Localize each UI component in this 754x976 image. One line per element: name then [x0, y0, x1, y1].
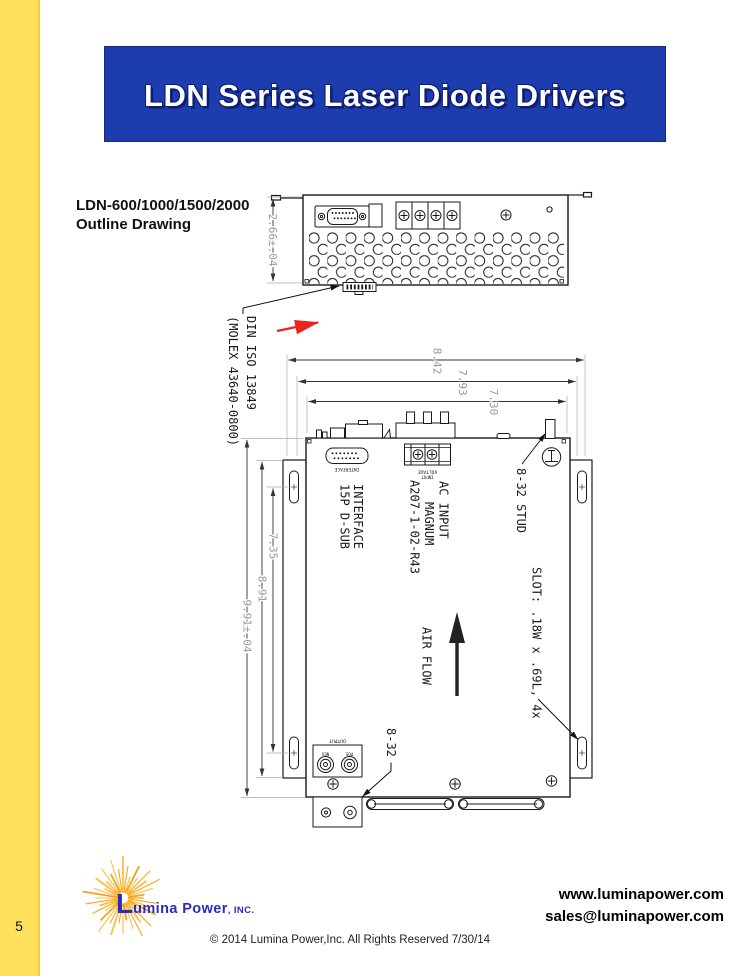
drawing-heading: LDN-600/1000/1500/2000 Outline Drawing — [76, 197, 249, 234]
label-a207: A207-1-02-R43 — [408, 480, 422, 574]
terminal-block-side — [395, 201, 461, 230]
side-view-drawing — [270, 191, 593, 295]
label-832: 8-32 — [384, 728, 398, 757]
dim-266-label: 2.66±.04 — [266, 214, 279, 267]
yellow-edge-stripe — [0, 0, 40, 976]
label-conn-voltage: VOLTAGE — [418, 469, 438, 475]
bottom-vents — [366, 798, 545, 810]
dim-891-label: 8.91 — [256, 576, 269, 603]
dsub-connector-top — [325, 447, 369, 464]
label-slot: SLOT: .18W x .69L, 4x — [530, 567, 544, 719]
email-link[interactable]: sales@luminapower.com — [545, 908, 724, 925]
logo-letter-l: L — [116, 888, 134, 919]
label-molex: (MOLEX 43640-0800) — [226, 316, 240, 446]
right-mounting-flange — [568, 459, 593, 779]
outline-drawing: 2.66±.04 DIN ISO 13849 (MOLEX 43640-0800… — [226, 191, 593, 828]
din-connector — [342, 282, 377, 295]
logo-inc: , INC. — [227, 905, 255, 916]
website-link[interactable]: www.luminapower.com — [558, 886, 724, 903]
left-mounting-flange — [282, 459, 307, 779]
voltage-terminal-top — [404, 443, 451, 466]
label-conn-input: INPUT — [421, 475, 434, 480]
dim-735-label: 7.35 — [267, 533, 280, 560]
chassis-body — [305, 437, 571, 798]
dsub-connector-side — [314, 205, 370, 228]
label-pos: POS — [345, 752, 353, 757]
mounting-slots — [289, 470, 587, 770]
page-title: LDN Series Laser Diode Drivers — [144, 77, 626, 113]
air-flow-arrow — [449, 612, 465, 696]
terminal-screws — [398, 210, 458, 221]
ground-symbol-icon — [541, 447, 562, 467]
indicator-hole — [546, 206, 553, 213]
ground-stud — [545, 419, 556, 439]
label-neg: NEG — [321, 752, 329, 757]
label-magnum: MAGNUM — [422, 502, 436, 545]
contact-links: www.luminapower.com sales@luminapower.co… — [545, 884, 724, 928]
logo-name: umina Power — [133, 901, 228, 917]
length-dimensions: 7.35 8.91 9.91±.04 — [239, 438, 305, 798]
title-banner: LDN Series Laser Diode Drivers — [104, 46, 666, 142]
din-callout: DIN ISO 13849 (MOLEX 43640-0800) — [226, 285, 340, 446]
page-number: 5 — [15, 918, 23, 934]
label-ac-input: AC INPUT — [437, 481, 451, 539]
label-output: OUTPUT — [329, 738, 346, 744]
label-stud: 8-32 STUD — [514, 468, 528, 533]
dim-side-height: 2.66±.04 — [265, 196, 302, 284]
model-numbers: LDN-600/1000/1500/2000 — [76, 197, 250, 214]
logo-starburst-icon — [82, 856, 161, 936]
vent-hole-pattern — [309, 232, 564, 284]
top-view-drawing — [282, 411, 593, 828]
width-dimensions: 8.42 7.93 7.30 — [286, 346, 586, 456]
red-pointer-arrow — [276, 320, 320, 335]
bottom-tab — [312, 796, 363, 828]
label-15p-dsub: 15P D-SUB — [338, 484, 352, 549]
bottom-screws — [327, 775, 558, 790]
dim-730-label: 7.30 — [487, 389, 500, 416]
dim-793-label: 7.93 — [456, 369, 469, 396]
top-edge-profile — [316, 411, 556, 439]
dim-842-label: 8.42 — [431, 348, 444, 375]
output-terminals — [312, 744, 363, 778]
drawing-subtitle: Outline Drawing — [76, 215, 192, 233]
label-interface: INTERFACE — [351, 484, 365, 549]
callout-leaders — [362, 433, 579, 797]
case-screw — [500, 209, 512, 221]
label-air-flow: AIR FLOW — [420, 627, 434, 686]
copyright-line: © 2014 Lumina Power,Inc. All Rights Rese… — [209, 934, 491, 946]
label-din: DIN ISO 13849 — [244, 316, 258, 410]
label-conn-interface: INTERFACE — [334, 466, 359, 472]
dim-991-label: 9.91±.04 — [241, 600, 254, 653]
